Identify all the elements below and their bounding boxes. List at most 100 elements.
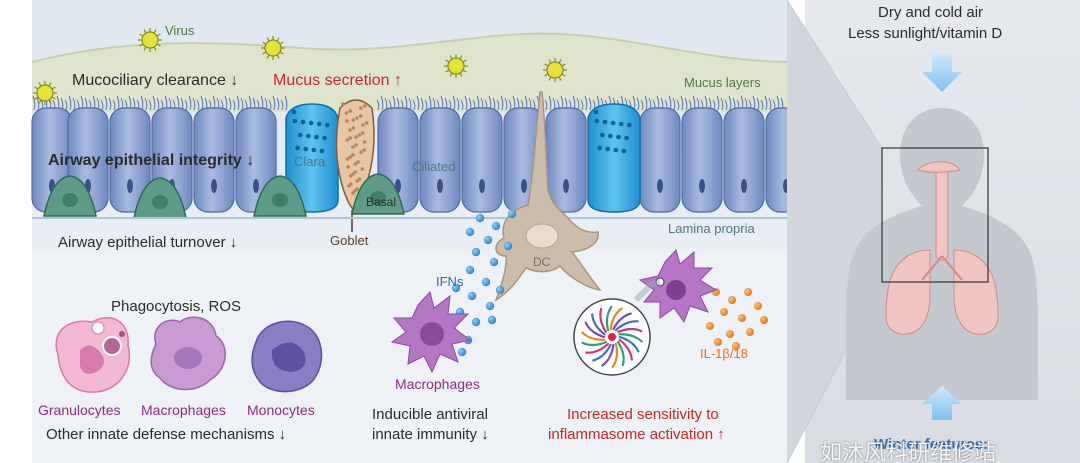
clara-granule (308, 120, 314, 126)
clara-granule (610, 120, 616, 126)
cilium (192, 97, 196, 111)
inflammasome-filament (618, 333, 643, 343)
cilium (108, 97, 112, 111)
cell-nucleus (521, 179, 527, 193)
inducible-immunity-line-2: innate immunity ↓ (372, 426, 489, 443)
cilium (728, 95, 732, 111)
cilium (636, 97, 640, 111)
virus-spike (449, 72, 453, 77)
clara-granule (608, 133, 613, 139)
macrophages-left-label: Macrophages (141, 402, 226, 418)
less-sunlight-label: Less sunlight/vitamin D (848, 25, 1003, 42)
cilium (72, 97, 76, 111)
goblet-granule (362, 148, 366, 152)
goblet-granule (358, 114, 363, 118)
virus-particle (261, 36, 285, 60)
il-particle (760, 316, 768, 324)
cilium (276, 97, 280, 111)
virus-spike (51, 96, 56, 100)
clara-granule (627, 122, 632, 128)
cilium (684, 97, 688, 111)
inflammasome-line-2: inflammasome activation ↑ (548, 426, 725, 443)
virus-label: Virus (165, 23, 195, 38)
virus-spike (34, 96, 39, 100)
ciliated-cell (109, 107, 151, 213)
virus-spike (561, 63, 566, 67)
virus-spike (143, 29, 147, 34)
clara-granule (319, 148, 325, 154)
goblet-granule (345, 119, 349, 123)
cilium (148, 99, 152, 111)
goblet-granule (359, 106, 363, 110)
basal-label: Basal (366, 195, 397, 209)
clara-granule (300, 119, 306, 125)
goblet-granule (351, 126, 356, 130)
goblet-granule (345, 157, 350, 161)
inflammasome-filament (584, 321, 606, 339)
cilium (104, 95, 108, 111)
cilium (584, 95, 588, 111)
inflammasome-filament (618, 335, 640, 353)
mucus-secretion-label: Mucus secretion ↑ (273, 72, 402, 89)
cilium (760, 99, 764, 111)
ciliated-label: Ciliated (412, 159, 456, 174)
ifn-particle (491, 221, 501, 231)
cilium (188, 95, 192, 111)
cilium (756, 97, 760, 111)
goblet-granule (351, 191, 355, 195)
cilium (272, 95, 276, 111)
cilium (280, 99, 284, 111)
inflammasome-filament (617, 341, 625, 367)
clara-granule (600, 132, 605, 138)
goblet-granule (357, 133, 362, 137)
cilium (548, 95, 552, 111)
virus-spike (558, 76, 562, 81)
cilium (680, 95, 684, 111)
basal-nucleus (152, 195, 168, 209)
virus-spike (153, 29, 157, 34)
cilium (156, 97, 160, 111)
virus-spike (48, 99, 52, 104)
virus-body (447, 57, 465, 75)
cilium (380, 95, 384, 111)
il-particle (726, 330, 734, 338)
virus-spike (445, 59, 450, 63)
virus-spike (38, 99, 42, 104)
basal-nucleus (370, 191, 386, 205)
goblet-granule (361, 123, 365, 127)
goblet-granule (351, 118, 356, 122)
il-particle (706, 322, 714, 330)
virus-spike (445, 69, 450, 73)
virus-spike (462, 59, 467, 63)
clara-granule (314, 134, 319, 140)
cilium (236, 95, 240, 111)
ifn-particle (471, 247, 481, 257)
clara-granule (322, 135, 327, 141)
inflammasome-filament (599, 307, 607, 333)
il-particle (720, 308, 728, 316)
virus-particle (138, 28, 162, 52)
goblet-label: Goblet (330, 233, 369, 248)
virus-particle (444, 54, 468, 78)
cilium (764, 95, 768, 111)
ciliated-cell (639, 107, 681, 213)
cilium (724, 99, 728, 111)
ciliated-cell (545, 107, 587, 213)
cilium (416, 95, 420, 111)
ifn-particle (483, 235, 493, 245)
goblet-granule (348, 109, 353, 113)
il-particle (744, 288, 752, 296)
goblet-granule (344, 111, 349, 115)
cilium (68, 95, 72, 111)
inflammasome-filament (592, 343, 612, 362)
cilium (496, 99, 500, 111)
cilium (640, 99, 644, 111)
virus-spike (462, 69, 467, 73)
goblet-granule (345, 138, 350, 142)
clara-granule (605, 146, 610, 152)
virus-body (36, 84, 54, 102)
virus-spike (276, 37, 280, 42)
virus-spike (558, 59, 562, 64)
cilium (456, 97, 460, 111)
virus-particle (543, 58, 567, 82)
